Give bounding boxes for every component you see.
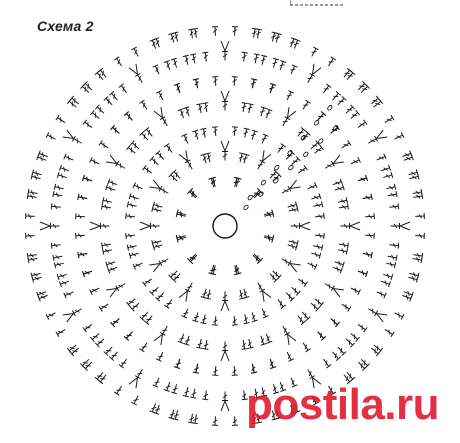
stitch-wedge [263, 154, 425, 298]
stitch-wedge [252, 70, 423, 218]
watermark-text: postila.ru [246, 380, 440, 429]
stitch-wedge [27, 234, 198, 382]
stitch-wedge [69, 28, 217, 199]
stitch-wedge [69, 253, 217, 424]
chain-stitch-path [243, 105, 339, 211]
stitch-wedge [25, 154, 187, 298]
top-edge-mark [290, 0, 345, 6]
stitch-wedge [27, 70, 198, 218]
stitch-wedge [233, 28, 381, 199]
stitch-wedge [252, 234, 423, 382]
stitch-wedge [153, 26, 297, 188]
chart-title: Схема 2 [37, 18, 94, 34]
magic-ring [212, 213, 238, 239]
